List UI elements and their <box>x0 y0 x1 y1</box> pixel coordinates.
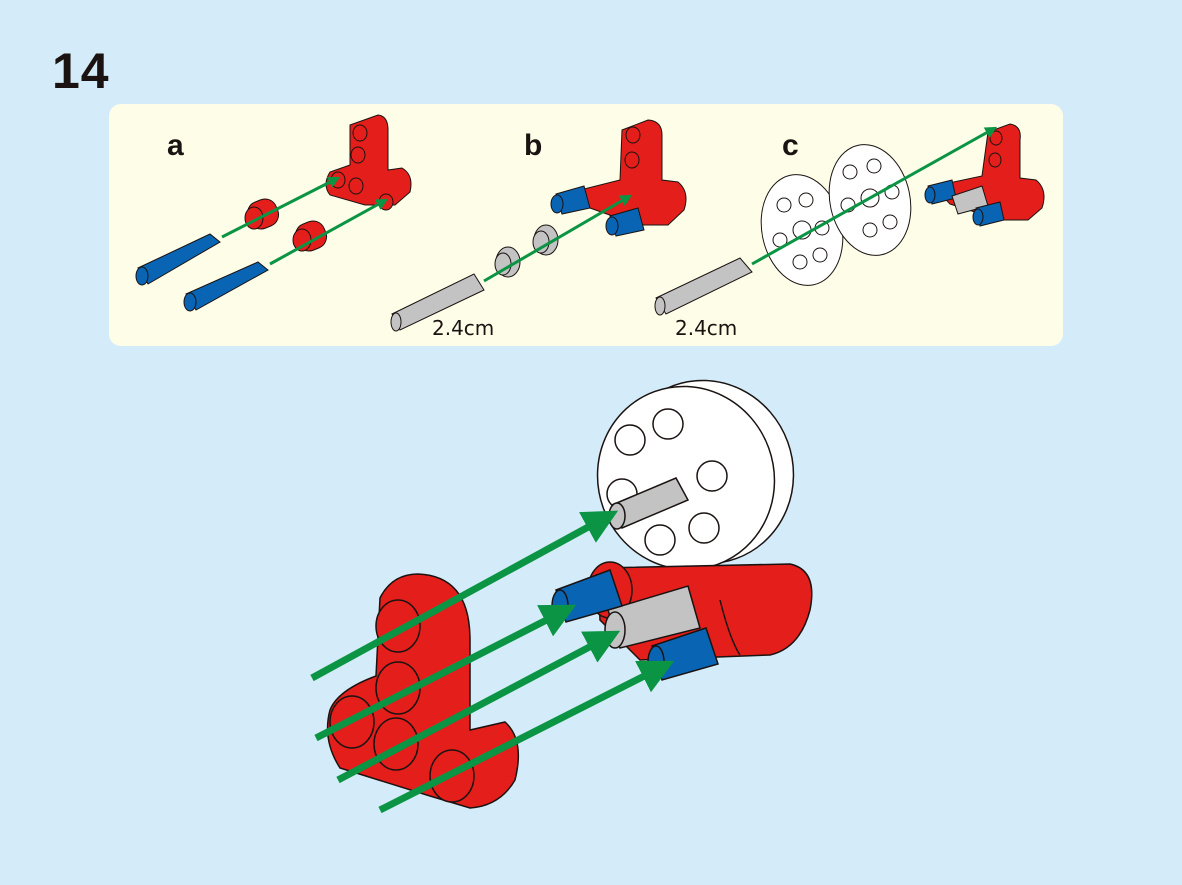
red-bush-1 <box>244 198 280 230</box>
sub-step-label-c: c <box>782 129 799 162</box>
sub-step-b-illustration <box>390 119 687 332</box>
main-arrow-2 <box>314 604 577 742</box>
sub-step-c-illustration <box>654 123 1045 316</box>
main-assembly-illustration <box>310 379 813 814</box>
sub-step-label-b: b <box>524 129 543 162</box>
main-arrow-3 <box>336 630 621 784</box>
main-arrow-4 <box>378 660 675 814</box>
red-angled-beam-a <box>325 114 412 211</box>
blue-pin-b-1 <box>550 185 591 215</box>
red-angled-beam-b <box>579 119 687 226</box>
axle-length-label-c: 2.4cm <box>675 316 738 340</box>
gray-axle-b <box>390 273 485 332</box>
blue-pin-c-2 <box>972 201 1005 227</box>
step-number: 14 <box>52 43 110 99</box>
sub-step-a-illustration <box>135 114 412 312</box>
arrow-a-2 <box>269 198 389 266</box>
gray-axle-c <box>654 257 753 316</box>
white-pulley-c-1 <box>760 174 844 286</box>
axle-length-label-b: 2.4cm <box>432 316 495 340</box>
blue-pin-c-1 <box>924 179 957 205</box>
sub-step-label-a: a <box>167 129 184 162</box>
arrow-b <box>483 194 633 283</box>
arrow-c <box>751 126 998 266</box>
blue-pin-b-2 <box>605 207 645 237</box>
blue-pin-2 <box>183 261 269 312</box>
main-white-pulley <box>596 379 795 571</box>
arrow-a-1 <box>221 176 341 239</box>
main-arrow-1 <box>310 510 619 682</box>
blue-pin-1 <box>135 233 221 286</box>
